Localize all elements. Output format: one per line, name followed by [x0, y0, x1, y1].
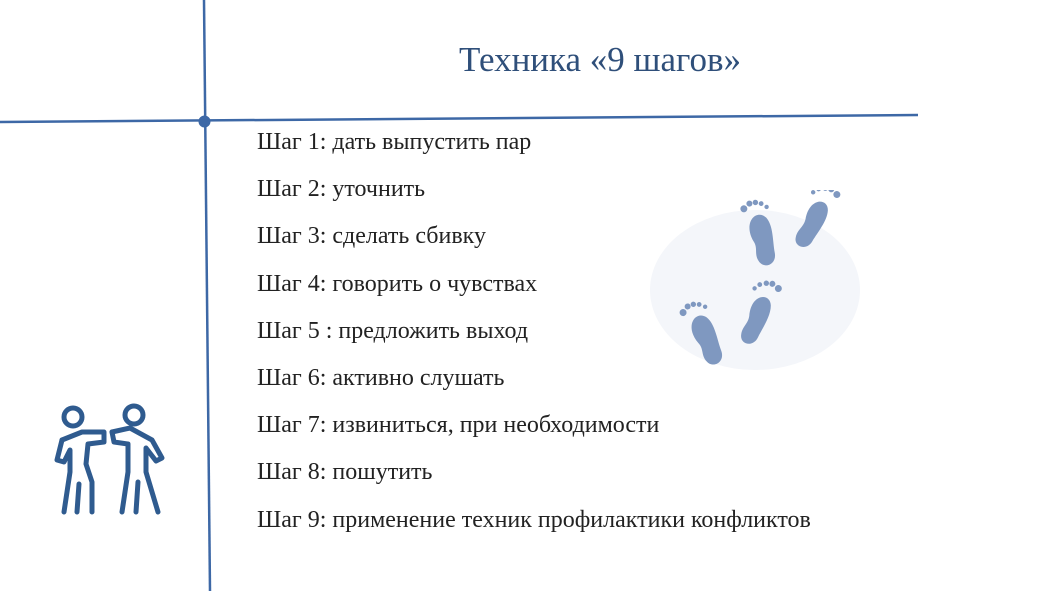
step-item: Шаг 6: активно слушать [257, 364, 505, 391]
step-item: Шаг 1: дать выпустить пар [257, 129, 532, 155]
slide-title: Техника «9 шагов» [458, 40, 742, 79]
step-item: Шаг 5 : предложить выход [257, 317, 529, 344]
step-item: Шаг 4: говорить о чувствах [257, 270, 538, 297]
step-item: Шаг 2: уточнить [257, 176, 426, 203]
step-item: Шаг 8: пошутить [257, 459, 433, 486]
step-item: Шаг 7: извиниться, при необходимости [257, 412, 660, 439]
footprints-icon [650, 190, 860, 370]
step-item: Шаг 3: сделать сбивку [257, 223, 486, 250]
step-item: Шаг 9: применение техник профилактики ко… [257, 506, 811, 533]
steps-list: Шаг 1: дать выпустить пар Шаг 2: уточнит… [257, 122, 811, 547]
conflict-people-icon [54, 403, 165, 515]
